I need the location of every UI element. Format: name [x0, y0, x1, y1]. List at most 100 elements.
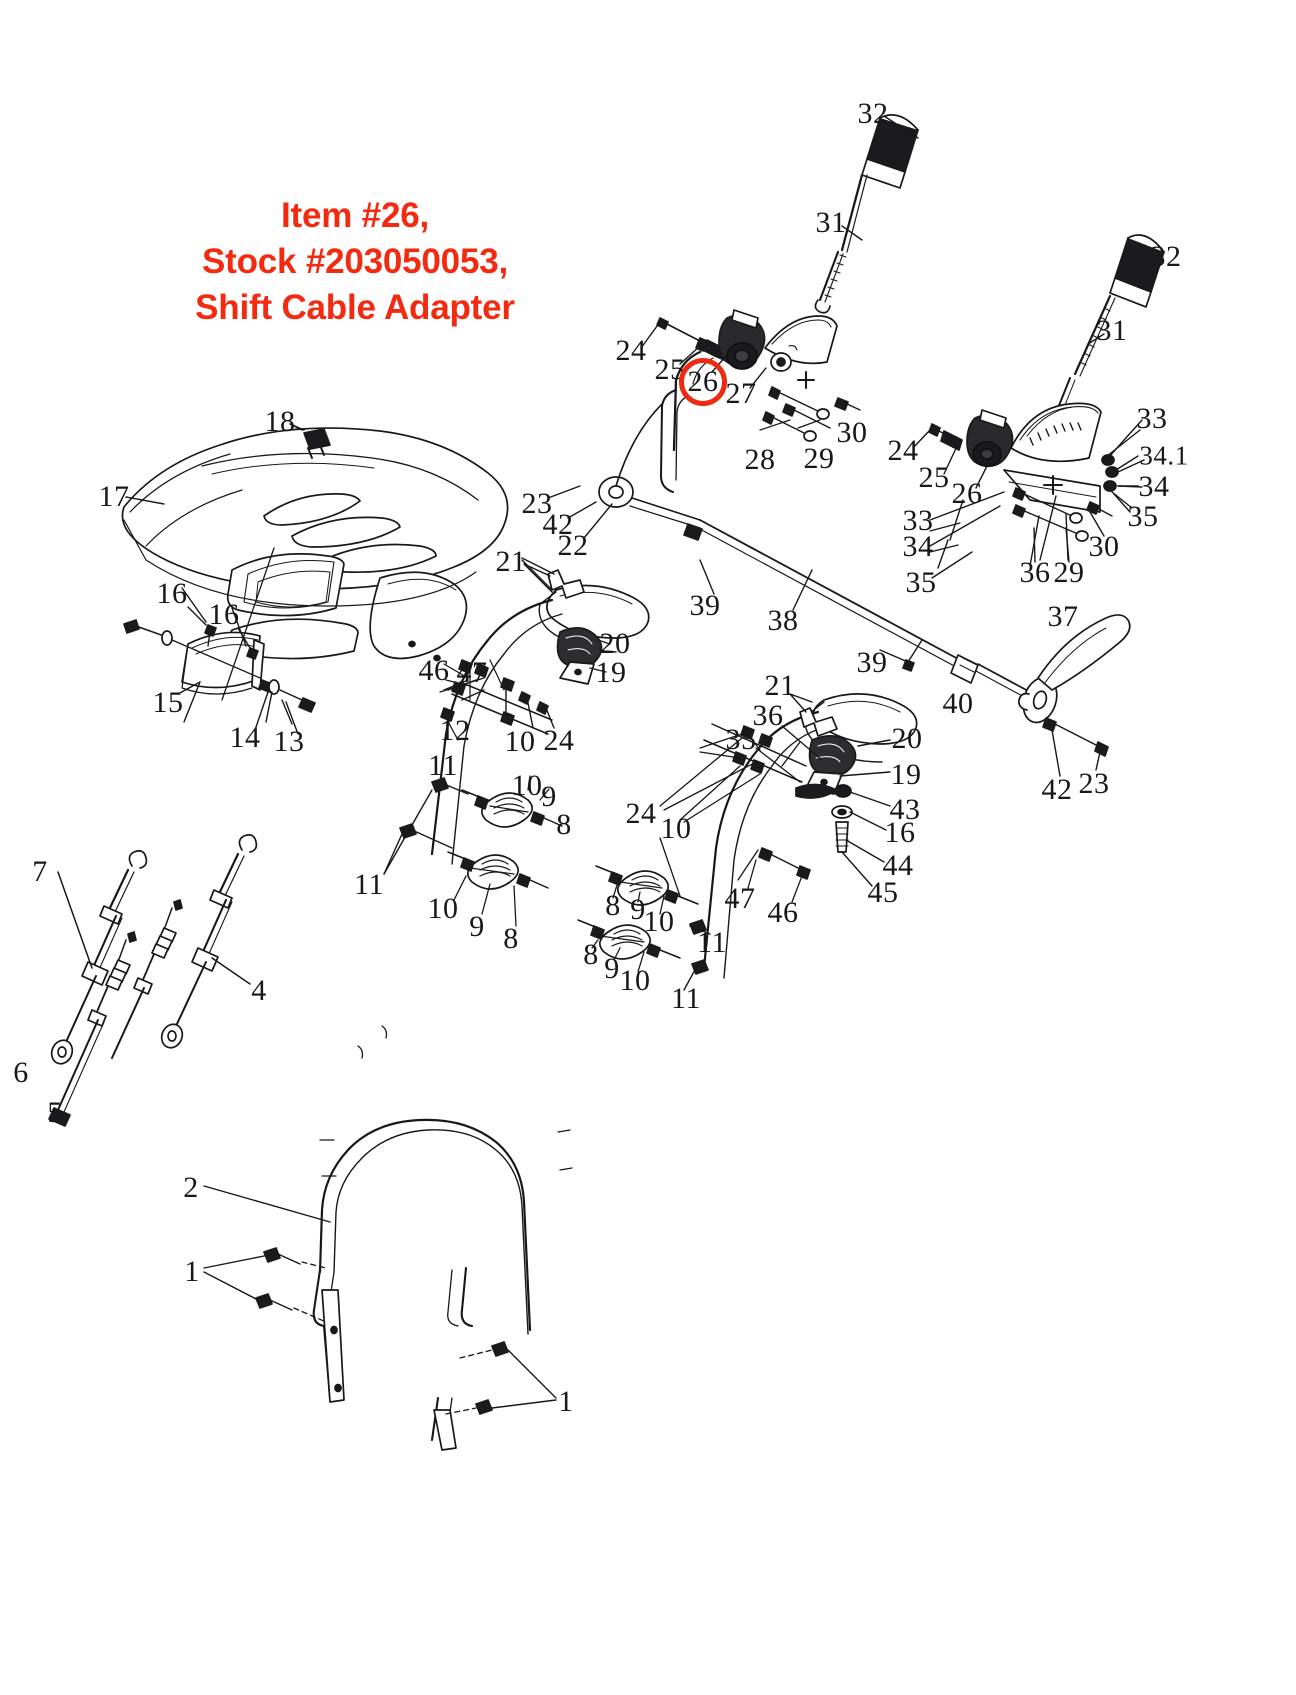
- callout-label-10: 10: [660, 812, 692, 845]
- callout-label-43: 43: [889, 793, 921, 826]
- callout-label-9: 9: [469, 910, 485, 943]
- callout-label-14: 14: [229, 721, 261, 754]
- callout-label-34: 34: [1138, 470, 1170, 503]
- callout-label-35: 35: [905, 566, 937, 599]
- callout-label-28: 28: [744, 443, 776, 476]
- callout-label-26: 26: [687, 365, 719, 398]
- callout-label-23: 23: [1078, 767, 1110, 800]
- callout-label-8: 8: [605, 889, 621, 922]
- callout-label-8: 8: [556, 808, 572, 841]
- callout-label-8: 8: [503, 922, 519, 955]
- switch-18: [289, 423, 331, 459]
- callout-label-1: 1: [184, 1255, 200, 1288]
- callout-label-27: 27: [725, 377, 757, 410]
- callout-label-38: 38: [767, 604, 799, 637]
- callout-label-37: 37: [1047, 600, 1079, 633]
- callout-label-10: 10: [643, 905, 675, 938]
- callout-label-35: 35: [725, 723, 757, 756]
- lower-frame-handle: [203, 1025, 573, 1451]
- callout-label-16: 16: [156, 577, 188, 610]
- callout-label-24: 24: [615, 334, 647, 367]
- callout-label-12: 12: [439, 714, 471, 747]
- callout-label-35: 35: [1127, 500, 1159, 533]
- callout-label-25: 25: [918, 461, 950, 494]
- callout-label-10: 10: [511, 769, 543, 802]
- callout-label-10: 10: [619, 964, 651, 997]
- callout-label-21: 21: [495, 545, 527, 578]
- callout-label-24: 24: [625, 797, 657, 830]
- callout-label-33: 33: [902, 504, 934, 537]
- display-panel-15: [123, 547, 316, 725]
- callout-label-5: 5: [47, 1096, 63, 1129]
- callout-label-8: 8: [583, 938, 599, 971]
- callout-label-9: 9: [630, 893, 646, 926]
- callout-label-32: 32: [857, 97, 889, 130]
- callout-label-47: 47: [724, 882, 756, 915]
- callout-label-40: 40: [942, 687, 974, 720]
- left-shift-bracket-cluster: [656, 309, 861, 452]
- callout-label-31: 31: [1096, 314, 1128, 347]
- left-handle-assembly: [430, 563, 650, 865]
- shift-lever-upper-left: [814, 114, 919, 314]
- callout-leader-lines: [125, 115, 1153, 735]
- callout-label-32: 32: [1150, 240, 1182, 273]
- callout-label-39: 39: [856, 646, 888, 679]
- right-shift-bracket-cluster: [928, 402, 1145, 569]
- callout-label-16: 16: [208, 598, 240, 631]
- callout-label-15: 15: [152, 686, 184, 719]
- callout-label-20: 20: [891, 722, 923, 755]
- callout-label-39: 39: [689, 589, 721, 622]
- callout-label-18: 18: [264, 405, 296, 438]
- console-cover-17: [121, 427, 509, 662]
- callout-label-30: 30: [836, 416, 868, 449]
- callout-label-42: 42: [542, 508, 574, 541]
- callout-label-9: 9: [541, 780, 557, 813]
- callout-label-34-1: 34.1: [1139, 440, 1189, 471]
- callout-label-31: 31: [815, 206, 847, 239]
- callout-label-24: 24: [887, 434, 919, 467]
- callout-label-13: 13: [273, 725, 305, 758]
- callout-label-1: 1: [558, 1385, 574, 1418]
- right-handle-assembly: [702, 693, 918, 979]
- callout-label-34: 34: [902, 530, 934, 563]
- callout-label-17: 17: [98, 480, 130, 513]
- callout-label-11: 11: [354, 868, 384, 901]
- callout-label-2: 2: [183, 1171, 199, 1204]
- callout-label-21: 21: [764, 669, 796, 702]
- callout-label-11: 11: [697, 926, 727, 959]
- annotation-text: Item #26, Stock #203050053, Shift Cable …: [195, 196, 515, 328]
- control-shaft-38: [598, 389, 1131, 777]
- callout-label-9: 9: [604, 952, 620, 985]
- callout-label-36: 36: [752, 699, 784, 732]
- callout-label-6: 6: [13, 1056, 29, 1089]
- cable-assemblies: [48, 834, 258, 1127]
- callout-label-20: 20: [599, 627, 631, 660]
- callout-label-4: 4: [251, 974, 267, 1007]
- callout-label-47: 47: [456, 656, 488, 689]
- callout-label-11: 11: [671, 982, 701, 1015]
- left-clamp-hardware: [383, 659, 563, 927]
- callout-label-29: 29: [1053, 556, 1085, 589]
- callout-label-24: 24: [543, 724, 575, 757]
- callout-label-10: 10: [427, 892, 459, 925]
- callout-label-19: 19: [595, 656, 627, 689]
- callout-label-16: 16: [884, 816, 916, 849]
- callout-label-19: 19: [890, 758, 922, 791]
- callout-label-42: 42: [1041, 773, 1073, 806]
- callout-label-46: 46: [418, 654, 450, 687]
- callout-label-29: 29: [803, 442, 835, 475]
- callout-label-44: 44: [882, 849, 914, 882]
- callout-label-23: 23: [521, 487, 553, 520]
- right-clamp-hardware: [577, 723, 823, 991]
- callout-label-7: 7: [32, 855, 48, 888]
- callout-label-26: 26: [951, 477, 983, 510]
- callout-label-46: 46: [767, 896, 799, 929]
- callout-label-10: 10: [504, 725, 536, 758]
- callout-label-25: 25: [654, 353, 686, 386]
- callout-label-33: 33: [1136, 402, 1168, 435]
- callout-label-36: 36: [1019, 556, 1051, 589]
- callout-label-45: 45: [867, 876, 899, 909]
- callout-label-22: 22: [557, 529, 589, 562]
